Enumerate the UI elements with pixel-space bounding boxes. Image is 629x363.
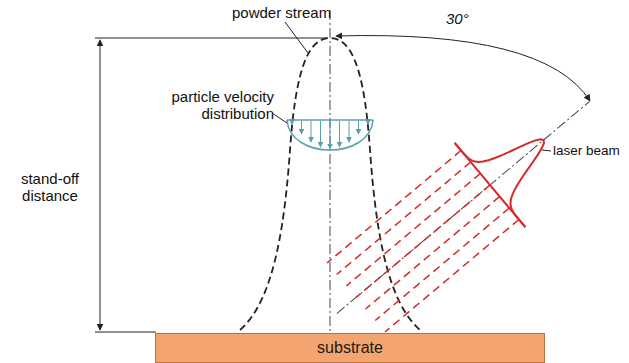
center-line <box>330 10 331 332</box>
velocity-arrow <box>330 121 331 149</box>
substrate-block: substrate <box>155 333 545 363</box>
laser-ray <box>366 196 500 308</box>
dimension-label: stand-off distance <box>6 170 94 204</box>
laser-ray <box>346 174 480 286</box>
velocity-arrow <box>320 121 321 147</box>
laser-ray <box>385 219 519 331</box>
velocity-baseline <box>287 119 373 121</box>
extension-line <box>95 38 328 39</box>
velocity-label: particle velocity distribution <box>158 88 274 122</box>
dimension-arrow <box>100 40 101 330</box>
velocity-arrow <box>301 121 302 134</box>
velocity-arrow <box>311 121 312 142</box>
laser-ray <box>337 162 471 274</box>
stream-label: powder stream <box>232 4 352 21</box>
velocity-profile <box>287 120 373 150</box>
velocity-arrow <box>349 121 350 142</box>
velocity-arrow <box>339 121 340 147</box>
leader-line <box>285 22 308 53</box>
laser-ray <box>356 185 490 297</box>
velocity-arrow <box>358 121 359 134</box>
laser-ray <box>327 151 461 263</box>
angle-arc <box>336 36 590 101</box>
extension-line <box>95 332 156 333</box>
powder-stream-outline <box>240 38 420 330</box>
laser-axis <box>337 101 590 313</box>
leader-line <box>542 150 551 151</box>
leader-line <box>272 113 287 123</box>
velocity-arrow <box>292 121 293 124</box>
node-text: substrate <box>317 339 383 357</box>
gaussian-profile <box>455 98 579 227</box>
laser-ray <box>375 208 509 320</box>
velocity-arrow <box>368 121 369 124</box>
beam-label: laser beam <box>553 142 627 159</box>
angle-label: 30° <box>446 10 486 27</box>
